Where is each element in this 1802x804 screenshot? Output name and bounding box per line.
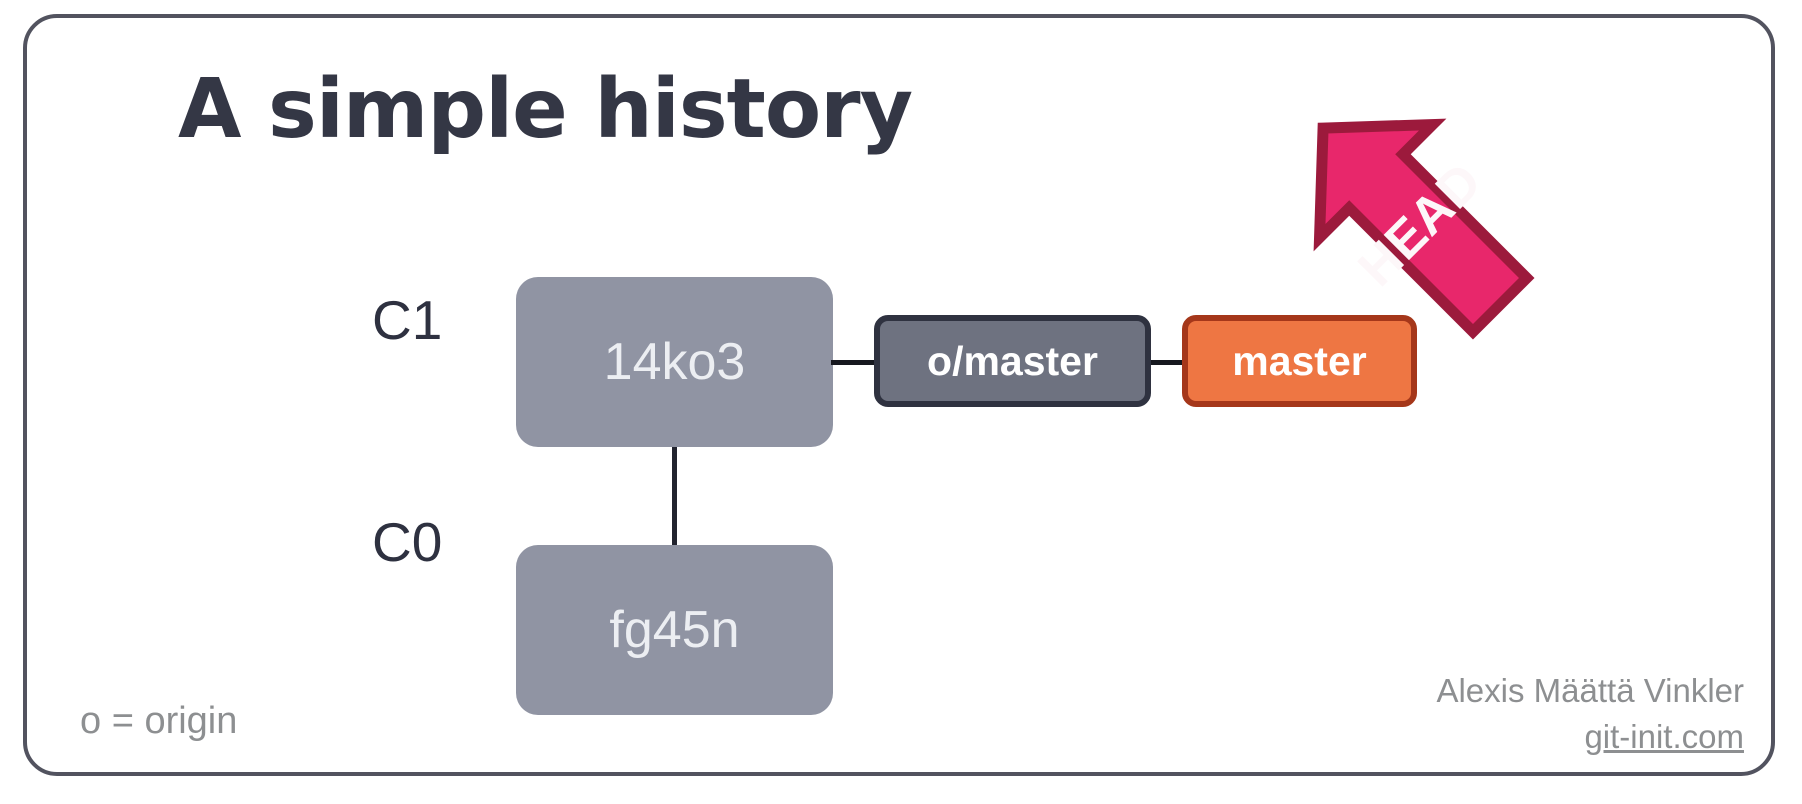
branch-badge-master-label: master bbox=[1232, 337, 1367, 384]
branch-badge-o-master-label: o/master bbox=[927, 337, 1098, 384]
page-title: A simple history bbox=[178, 62, 913, 157]
commit-hash-c1: 14ko3 bbox=[603, 333, 746, 391]
commit-row-label-c0: C0 bbox=[372, 511, 443, 573]
edge-c0-to-c1 bbox=[672, 447, 677, 545]
branch-badge-o-master[interactable]: o/master bbox=[874, 315, 1151, 407]
branch-badge-master[interactable]: master bbox=[1182, 315, 1417, 407]
legend-origin-abbreviation: o = origin bbox=[80, 700, 238, 742]
commit-node-c1[interactable]: 14ko3 bbox=[516, 277, 833, 447]
credit-author: Alexis Määttä Vinkler bbox=[1436, 672, 1744, 709]
edge-c1-to-remote-branch bbox=[831, 360, 877, 365]
commit-row-label-c1: C1 bbox=[372, 289, 443, 351]
commit-node-c0[interactable]: fg45n bbox=[516, 545, 833, 715]
credit-website-link[interactable]: git-init.com bbox=[1584, 718, 1744, 755]
commit-hash-c0: fg45n bbox=[609, 601, 740, 659]
edge-remote-branch-to-local-branch bbox=[1148, 360, 1186, 365]
